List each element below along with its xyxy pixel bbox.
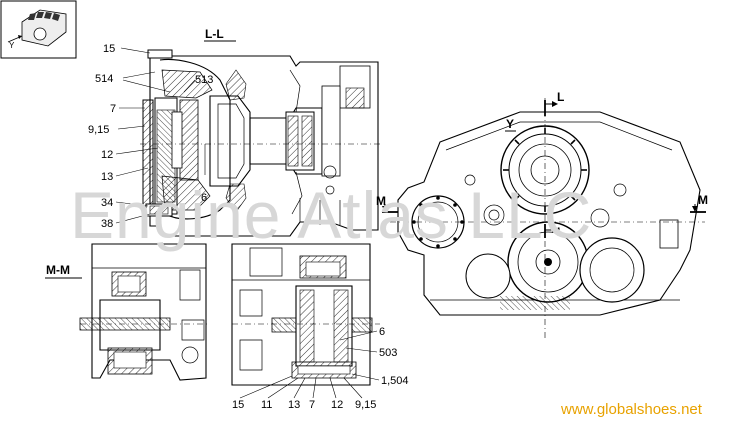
callout-6-lower: 6 [379, 326, 385, 338]
callout-1-504: 1,504 [381, 375, 409, 387]
marker-m-left: M [376, 194, 386, 208]
engine-thumbnail: Y [0, 0, 77, 59]
section-mm-title: M-M [46, 263, 70, 277]
callout-bottom-7: 7 [309, 399, 315, 411]
callout-bottom-15: 15 [232, 399, 244, 411]
watermark: Engine Atlas LLC [70, 178, 592, 252]
section-markers: L L M M [376, 90, 708, 239]
callout-503: 503 [379, 347, 397, 359]
callout-12: 12 [101, 149, 113, 161]
website-link[interactable]: www.globalshoes.net [560, 401, 703, 418]
callout-513: 513 [195, 74, 213, 86]
section-mm-drawing: M-M [45, 243, 380, 386]
section-ll-drawing: L-L [140, 27, 380, 237]
callout-514: 514 [95, 73, 113, 85]
marker-l-top: L [557, 90, 564, 104]
section-mm-callouts: 6 503 1,504 15 11 13 7 12 9,15 [232, 326, 409, 411]
callout-13: 13 [101, 171, 113, 183]
section-ll-title: L-L [205, 27, 224, 41]
callout-bottom-13: 13 [288, 399, 300, 411]
callout-bottom-11: 11 [261, 399, 272, 411]
marker-m-right: M [698, 193, 708, 207]
marker-l-bottom: L [557, 225, 564, 239]
callout-bottom-12: 12 [331, 399, 343, 411]
callout-9-15: 9,15 [88, 124, 109, 136]
view-y-drawing: Y [390, 98, 705, 340]
engine-block-thumbnail-icon [7, 9, 67, 47]
view-y-title: Y [506, 117, 514, 131]
thumbnail-axis-label: Y [9, 41, 15, 50]
callout-34: 34 [101, 197, 113, 209]
callout-7: 7 [110, 103, 116, 115]
callout-6-upper: 6 [201, 192, 207, 204]
callout-15: 15 [103, 43, 115, 55]
callout-38: 38 [101, 218, 113, 230]
section-ll-callouts: 15 514 7 9,15 12 13 34 38 513 6 [88, 43, 213, 230]
callout-bottom-9-15: 9,15 [355, 399, 376, 411]
